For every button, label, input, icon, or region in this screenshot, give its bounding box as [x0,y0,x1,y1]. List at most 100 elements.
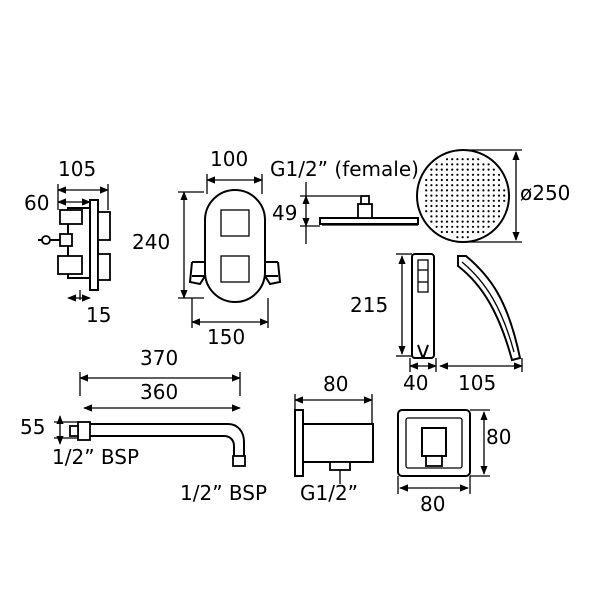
nozzle-dot [456,220,459,223]
nozzle-dot [440,184,443,187]
nozzle-dot [477,215,480,218]
nozzle-dot [456,158,459,161]
nozzle-dot [425,194,428,197]
nozzle-dot [456,173,459,176]
nozzle-dot [451,163,454,166]
nozzle-dot [471,199,475,202]
nozzle-dot [471,210,475,213]
nozzle-dot [471,173,475,176]
nozzle-dot [482,168,485,171]
nozzle-dot [477,220,480,223]
valve-depth-label: 60 [24,191,49,215]
nozzle-dot [497,199,501,202]
elbow-thread-label: G1/2” [300,481,358,505]
nozzle-dot [466,163,469,166]
nozzle-dot [492,220,495,223]
nozzle-dot [440,210,443,213]
nozzle-dot [461,204,464,208]
nozzle-dot [471,215,475,218]
head-connection-label: G1/2” (female) [270,157,419,181]
nozzle-dot [471,225,475,228]
nozzle-dot [456,210,459,213]
nozzle-dot [425,199,428,202]
nozzle-dot [461,236,464,239]
nozzle-dot [435,210,438,213]
elbow-height-dimension [470,409,490,477]
nozzle-dot [482,163,485,166]
handset-front-drawing [411,253,435,359]
nozzle-dot [451,194,454,197]
nozzle-dot [430,215,433,218]
nozzle-dot [492,215,495,218]
nozzle-dot [477,168,480,171]
nozzle-dot [445,230,449,234]
nozzle-dot [482,210,485,213]
nozzle-dot [482,204,485,208]
nozzle-dot [477,210,480,213]
elbow-width-dimension [397,476,471,494]
nozzle-dot [461,173,464,176]
nozzle-dot [440,225,443,228]
nozzle-dot [477,184,480,187]
nozzle-dot [461,194,464,197]
arm-length-label: 360 [140,380,178,404]
nozzle-dot [451,173,454,176]
nozzle-dot [445,168,449,171]
nozzle-dot [477,173,480,176]
nozzle-dot [451,225,454,228]
nozzle-dot [435,178,438,182]
nozzle-dot [487,194,490,197]
head-diameter-label: ø250 [520,181,570,205]
nozzle-dot [466,204,469,208]
nozzle-dot [435,163,438,166]
nozzle-dot [456,199,459,202]
nozzle-dot [461,199,464,202]
nozzle-dot [477,230,480,234]
nozzle-dot [482,215,485,218]
shower-head-side-drawing [319,195,419,226]
nozzle-dot [487,225,490,228]
nozzle-dot [425,204,428,208]
nozzle-dot [477,189,480,192]
nozzle-dot [440,215,443,218]
nozzle-dot [487,220,490,223]
nozzle-dot [440,163,443,166]
nozzle-dot [445,173,449,176]
nozzle-dot [477,199,480,202]
nozzle-dot [461,158,464,161]
plate-width-top-label: 100 [210,147,248,171]
nozzle-dot [477,158,480,161]
nozzle-dot [471,163,475,166]
nozzle-dot [451,204,454,208]
nozzle-dot [445,184,449,187]
nozzle-dot [461,163,464,166]
handset-side-drawing [457,255,522,362]
nozzle-dot [492,173,495,176]
nozzle-dot [430,189,433,192]
nozzle-dot [497,215,501,218]
nozzle-dot [503,189,506,192]
nozzle-dot [471,158,475,161]
wall-elbow-side-drawing [294,409,374,484]
nozzle-dot [497,204,501,208]
nozzle-dot [492,194,495,197]
nozzle-dot [497,194,501,197]
nozzle-dot [430,184,433,187]
nozzle-dot [466,230,469,234]
nozzle-dot [430,168,433,171]
nozzle-dot [461,168,464,171]
elbow-height-label: 80 [486,425,511,449]
nozzle-dot [430,178,433,182]
nozzle-dot [477,204,480,208]
nozzle-dot [451,189,454,192]
nozzle-dot [451,215,454,218]
nozzle-dot [451,220,454,223]
plate-width-bottom-dimension [191,298,269,328]
handset-depth-label: 105 [458,371,496,395]
elbow-width-label: 80 [420,492,445,516]
nozzle-dot [492,199,495,202]
handset-width-dimension [409,358,437,372]
nozzle-dot [487,173,490,176]
nozzle-dot [456,178,459,182]
